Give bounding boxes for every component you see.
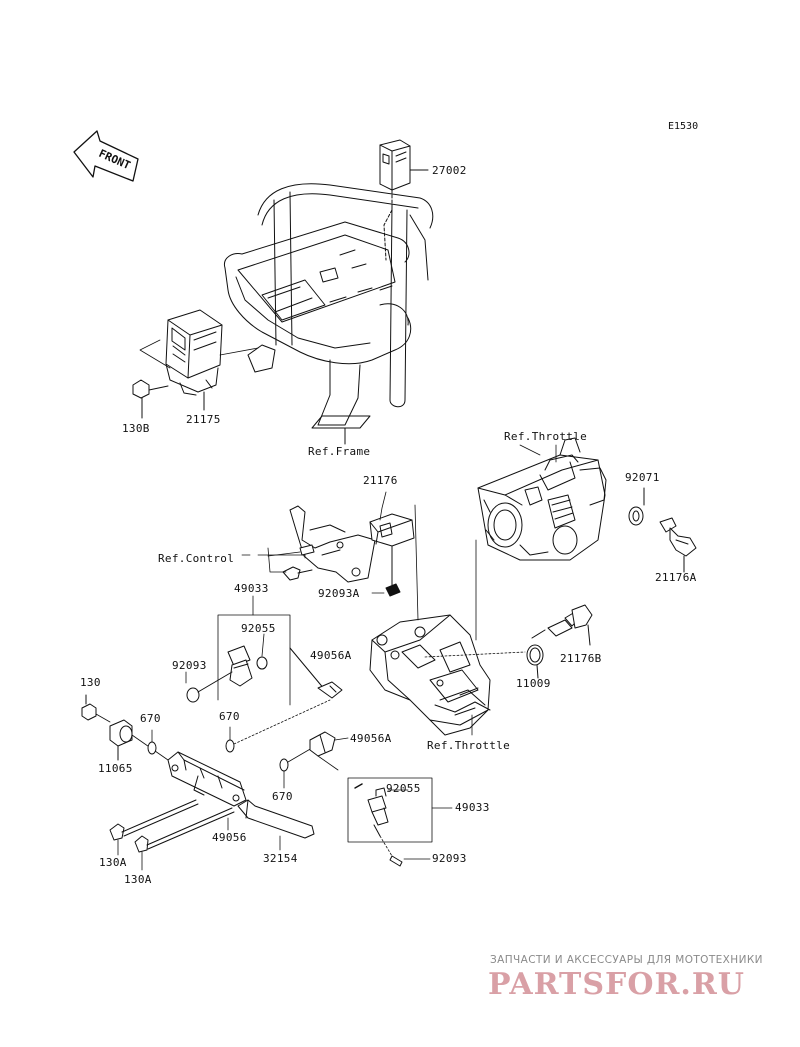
part-label-130A-upper[interactable]: 130A xyxy=(99,856,127,869)
part-label-21175[interactable]: 21175 xyxy=(186,413,221,426)
watermark-caption: ЗАПЧАСТИ И АКСЕССУАРЫ ДЛЯ МОТОТЕХНИКИ xyxy=(490,954,763,966)
injector-group-upper xyxy=(185,595,343,706)
part-label-49056A-lower[interactable]: 49056A xyxy=(350,732,392,745)
part-label-130A-lower[interactable]: 130A xyxy=(124,873,152,886)
ref-label-control[interactable]: Ref.Control xyxy=(158,552,235,565)
part-label-49056A-upper[interactable]: 49056A xyxy=(310,649,352,662)
fuel-pressure-regulator-11065 xyxy=(109,719,169,761)
ref-label-throttle-top[interactable]: Ref.Throttle xyxy=(504,430,588,443)
part-label-670-left[interactable]: 670 xyxy=(140,712,161,725)
throttle-body xyxy=(477,437,607,561)
part-label-92093-lower[interactable]: 92093 xyxy=(432,852,467,865)
mounting-bolts xyxy=(109,799,315,871)
part-label-21176A[interactable]: 21176A xyxy=(655,571,697,584)
part-label-21176B[interactable]: 21176B xyxy=(560,652,602,665)
bolt-130 xyxy=(81,694,111,723)
part-label-130B[interactable]: 130B xyxy=(122,422,150,435)
watermark-brand-logo: PARTSFOR.RU xyxy=(488,967,745,1002)
ref-label-frame[interactable]: Ref.Frame xyxy=(308,445,371,458)
part-label-92093A[interactable]: 92093A xyxy=(318,587,360,600)
injector-holder-49056A xyxy=(309,731,349,771)
sensor-bracket xyxy=(267,491,415,597)
part-label-92055-lower[interactable]: 92055 xyxy=(386,782,421,795)
diagram-code: E1530 xyxy=(668,121,699,132)
part-label-130[interactable]: 130 xyxy=(80,676,101,689)
part-label-11065[interactable]: 11065 xyxy=(98,762,133,775)
injector-lower-49033 xyxy=(347,777,453,867)
vehicle-frame xyxy=(223,183,434,429)
part-label-49033-lower[interactable]: 49033 xyxy=(455,801,490,814)
fuel-rail xyxy=(167,751,247,807)
front-arrow-icon: FRONT xyxy=(73,130,139,182)
part-label-27002[interactable]: 27002 xyxy=(432,164,467,177)
part-label-670-mid[interactable]: 670 xyxy=(219,710,240,723)
intake-manifold xyxy=(369,504,526,736)
part-label-49056[interactable]: 49056 xyxy=(212,831,247,844)
part-label-92055-upper[interactable]: 92055 xyxy=(241,622,276,635)
oring-11009 xyxy=(526,644,544,679)
ecu-21175 xyxy=(132,309,259,419)
relay-connector-27002 xyxy=(379,139,429,261)
sensor-21176B xyxy=(531,604,593,646)
leader-ref-control xyxy=(257,554,306,559)
part-label-11009[interactable]: 11009 xyxy=(516,677,551,690)
part-label-670-right[interactable]: 670 xyxy=(272,790,293,803)
sensor-21176A xyxy=(628,487,697,573)
part-label-92071[interactable]: 92071 xyxy=(625,471,660,484)
part-label-92093-upper[interactable]: 92093 xyxy=(172,659,207,672)
part-label-32154[interactable]: 32154 xyxy=(263,852,298,865)
part-label-49033-upper[interactable]: 49033 xyxy=(234,582,269,595)
part-label-21176[interactable]: 21176 xyxy=(363,474,398,487)
ref-label-throttle-bottom[interactable]: Ref.Throttle xyxy=(427,739,511,752)
oring-670-group xyxy=(147,699,331,789)
